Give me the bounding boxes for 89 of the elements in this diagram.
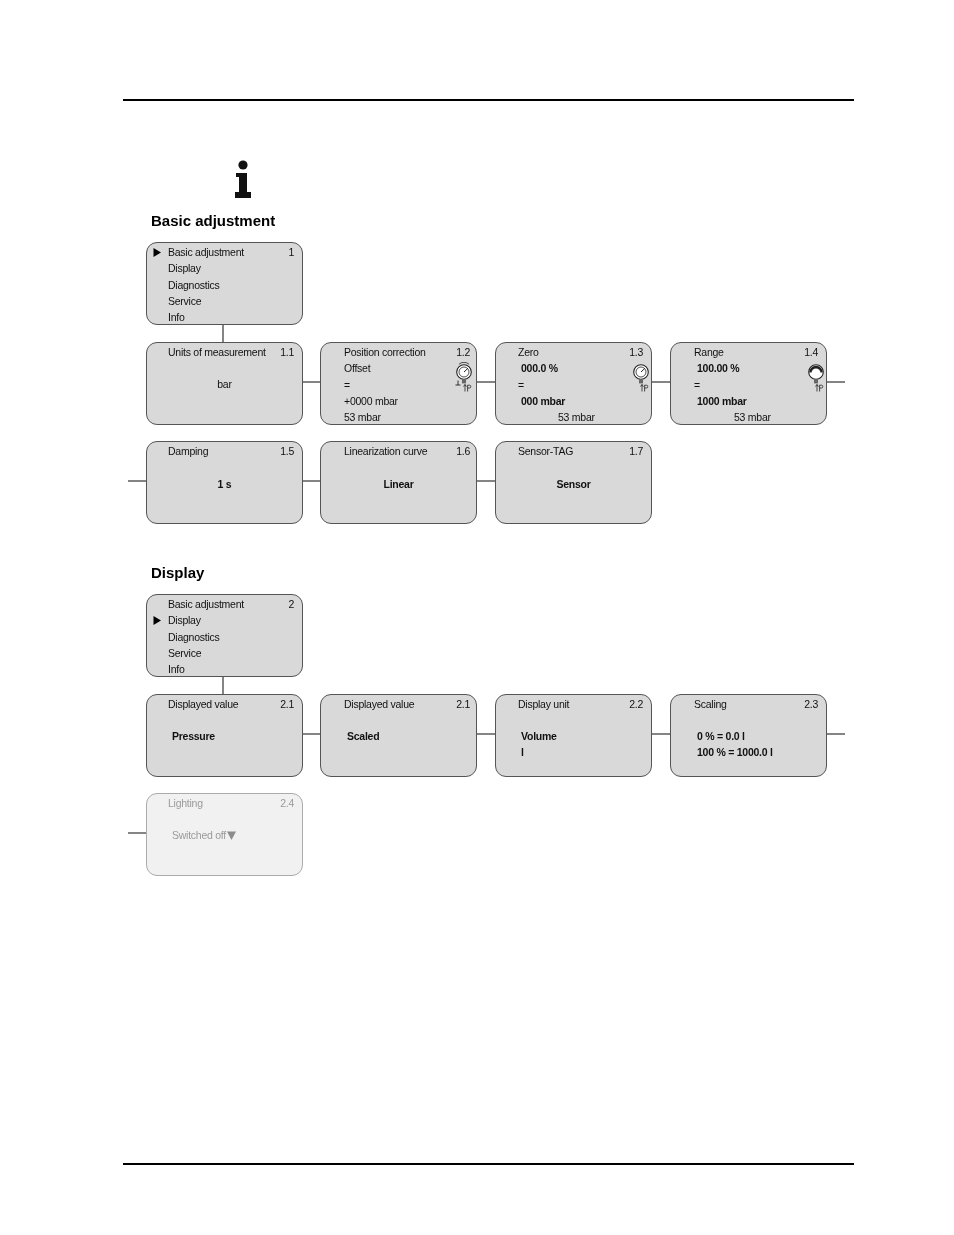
parameter-value: l: [521, 745, 524, 759]
parameter-title: Scaling: [694, 697, 727, 711]
menu-number: 1.2: [456, 345, 470, 359]
menu-item: Info: [168, 310, 185, 324]
display-screen: [670, 342, 827, 425]
connector-line: [222, 676, 224, 695]
display-screen: [320, 342, 477, 425]
parameter-value: 100.00 %: [697, 361, 740, 375]
parameter-value: Scaled: [347, 729, 380, 743]
parameter-title: Zero: [518, 345, 539, 359]
parameter-title: Units of measurement: [168, 345, 266, 359]
measured-value: 53 mbar: [558, 410, 595, 424]
parameter-title: Display unit: [518, 697, 570, 711]
parameter-title: Range: [694, 345, 724, 359]
menu-number: 1: [288, 245, 294, 259]
menu-number: 2.1: [456, 697, 470, 711]
connector-line: [302, 381, 321, 383]
parameter-value: Linear: [383, 477, 414, 491]
parameter-value: 0 % = 0.0 l: [697, 729, 745, 743]
menu-item: Basic adjustment: [168, 597, 244, 611]
connector-line: [222, 324, 224, 343]
menu-item: Info: [168, 662, 185, 676]
connector-line: [302, 480, 321, 482]
connector-line: [826, 733, 846, 735]
parameter-value: 000 mbar: [521, 394, 566, 408]
connector-line: [476, 480, 496, 482]
menu-number: 2.3: [804, 697, 818, 711]
parameter-value: Switched off: [172, 828, 226, 842]
display-screen: [146, 594, 303, 677]
connector-line: [651, 381, 671, 383]
connector-line: [651, 733, 671, 735]
menu-number: 1.7: [629, 444, 643, 458]
parameter-title: Sensor-TAG: [518, 444, 574, 458]
equals-sign: =: [694, 378, 700, 392]
connector-line: [476, 733, 496, 735]
parameter-title: Displayed value: [344, 697, 415, 711]
equals-sign: =: [344, 378, 350, 392]
parameter-value: Sensor: [556, 477, 591, 491]
section-heading: Display: [151, 564, 205, 582]
display-screen: [495, 441, 652, 524]
parameter-title: Position correction: [344, 345, 426, 359]
display-screen: [495, 694, 652, 777]
display-screen: [146, 793, 303, 876]
display-screen: [146, 694, 303, 777]
connector-line: [826, 381, 846, 383]
menu-item: Diagnostics: [168, 630, 220, 644]
parameter-value: 1 s: [217, 477, 232, 491]
menu-item: Basic adjustment: [168, 245, 244, 259]
parameter-value: Volume: [521, 729, 557, 743]
parameter-value: bar: [217, 377, 232, 391]
measured-value: 53 mbar: [734, 410, 771, 424]
menu-item: Display: [168, 613, 201, 627]
connector-line: [476, 381, 496, 383]
menu-item: Service: [168, 646, 202, 660]
display-screen: [320, 694, 477, 777]
display-screen: [146, 242, 303, 325]
parameter-title: Lighting: [168, 796, 203, 810]
menu-number: 2.2: [629, 697, 643, 711]
parameter-value: 1000 mbar: [697, 394, 747, 408]
parameter-title: Linearization curve: [344, 444, 428, 458]
menu-number: 1.6: [456, 444, 470, 458]
display-screen: [146, 342, 303, 425]
menu-number: 1.1: [280, 345, 294, 359]
menu-number: 1.4: [804, 345, 818, 359]
parameter-value: Offset: [344, 361, 371, 375]
parameter-value: 100 % = 1000.0 l: [697, 745, 773, 759]
menu-item: Service: [168, 294, 202, 308]
menu-number: 2.4: [280, 796, 294, 810]
menu-item: Diagnostics: [168, 278, 220, 292]
parameter-value: Pressure: [172, 729, 215, 743]
menu-number: 1.5: [280, 444, 294, 458]
menu-number: 2.1: [280, 697, 294, 711]
menu-number: 2: [288, 597, 294, 611]
display-screen: [146, 441, 303, 524]
parameter-value: 000.0 %: [521, 361, 558, 375]
equals-sign: =: [518, 378, 524, 392]
display-screen: [670, 694, 827, 777]
menu-number: 1.3: [629, 345, 643, 359]
connector-line: [127, 480, 147, 482]
menu-item: Display: [168, 261, 201, 275]
section-heading: Basic adjustment: [151, 212, 276, 230]
connector-line: [302, 733, 321, 735]
parameter-value: +0000 mbar: [344, 394, 398, 408]
display-screen: [495, 342, 652, 425]
connector-line: [127, 832, 147, 834]
measured-value: 53 mbar: [344, 410, 381, 424]
display-screen: [320, 441, 477, 524]
parameter-title: Displayed value: [168, 697, 239, 711]
parameter-title: Damping: [168, 444, 209, 458]
